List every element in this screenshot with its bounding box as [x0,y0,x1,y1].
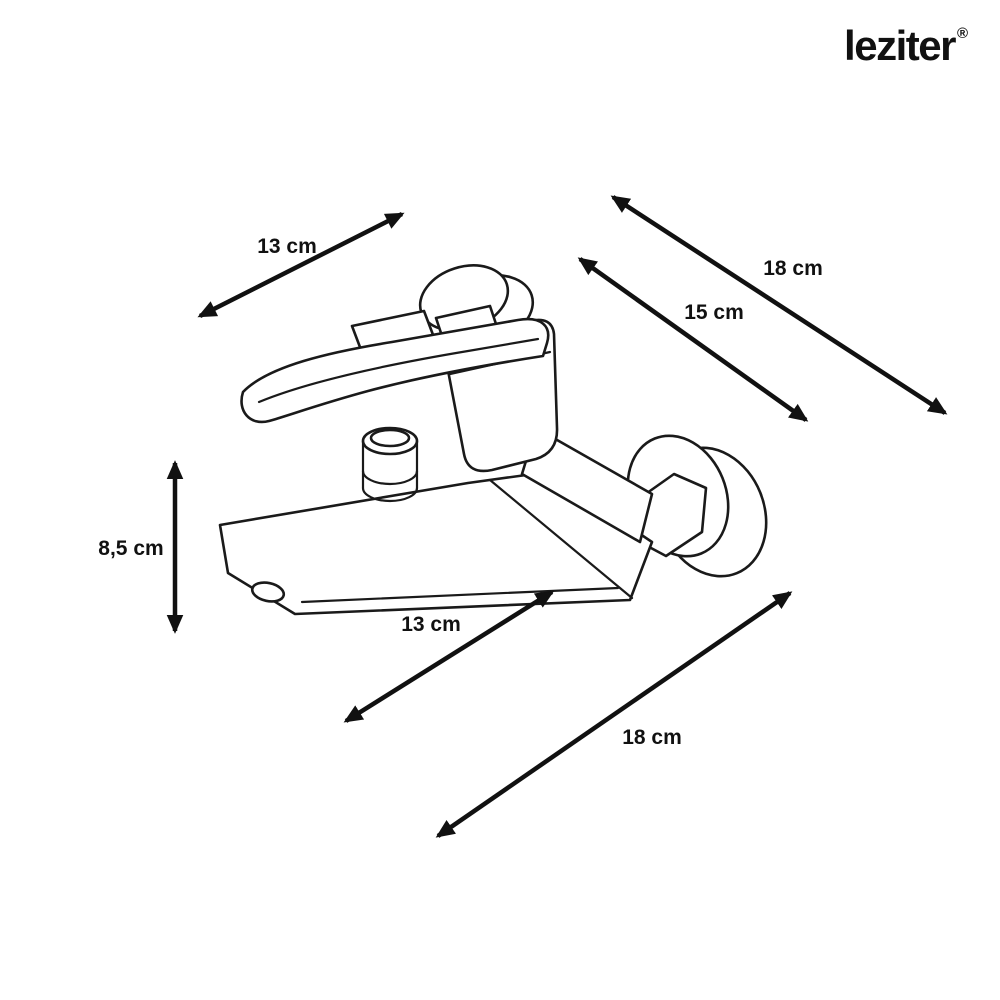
brand-name: leziter [844,22,956,69]
dimension-bottom-right: 18 cm [435,591,793,838]
dimension-label-top-left: 13 cm [257,235,317,258]
dimension-middle-right: 15 cm [577,257,809,422]
dimension-top-right: 18 cm [610,195,948,415]
dimension-label-left-vertical: 8,5 cm [98,537,163,560]
brand-logo: leziter® [844,22,968,70]
diverter-knob [361,426,419,503]
spout-opening [250,581,286,603]
registered-mark: ® [956,25,968,42]
dimension-label-bottom-center: 13 cm [401,613,461,636]
faucet-handle [240,317,550,424]
dimension-label-top-right: 18 cm [763,257,823,280]
dimension-left-vertical: 8,5 cm [98,460,184,634]
dimension-top-left: 13 cm [197,211,405,319]
dimension-arrows: 13 cm 18 cm 15 cm 8,5 cm 13 cm [98,195,948,838]
dimension-label-bottom-right: 18 cm [622,726,682,749]
dimension-label-middle-right: 15 cm [684,301,744,324]
